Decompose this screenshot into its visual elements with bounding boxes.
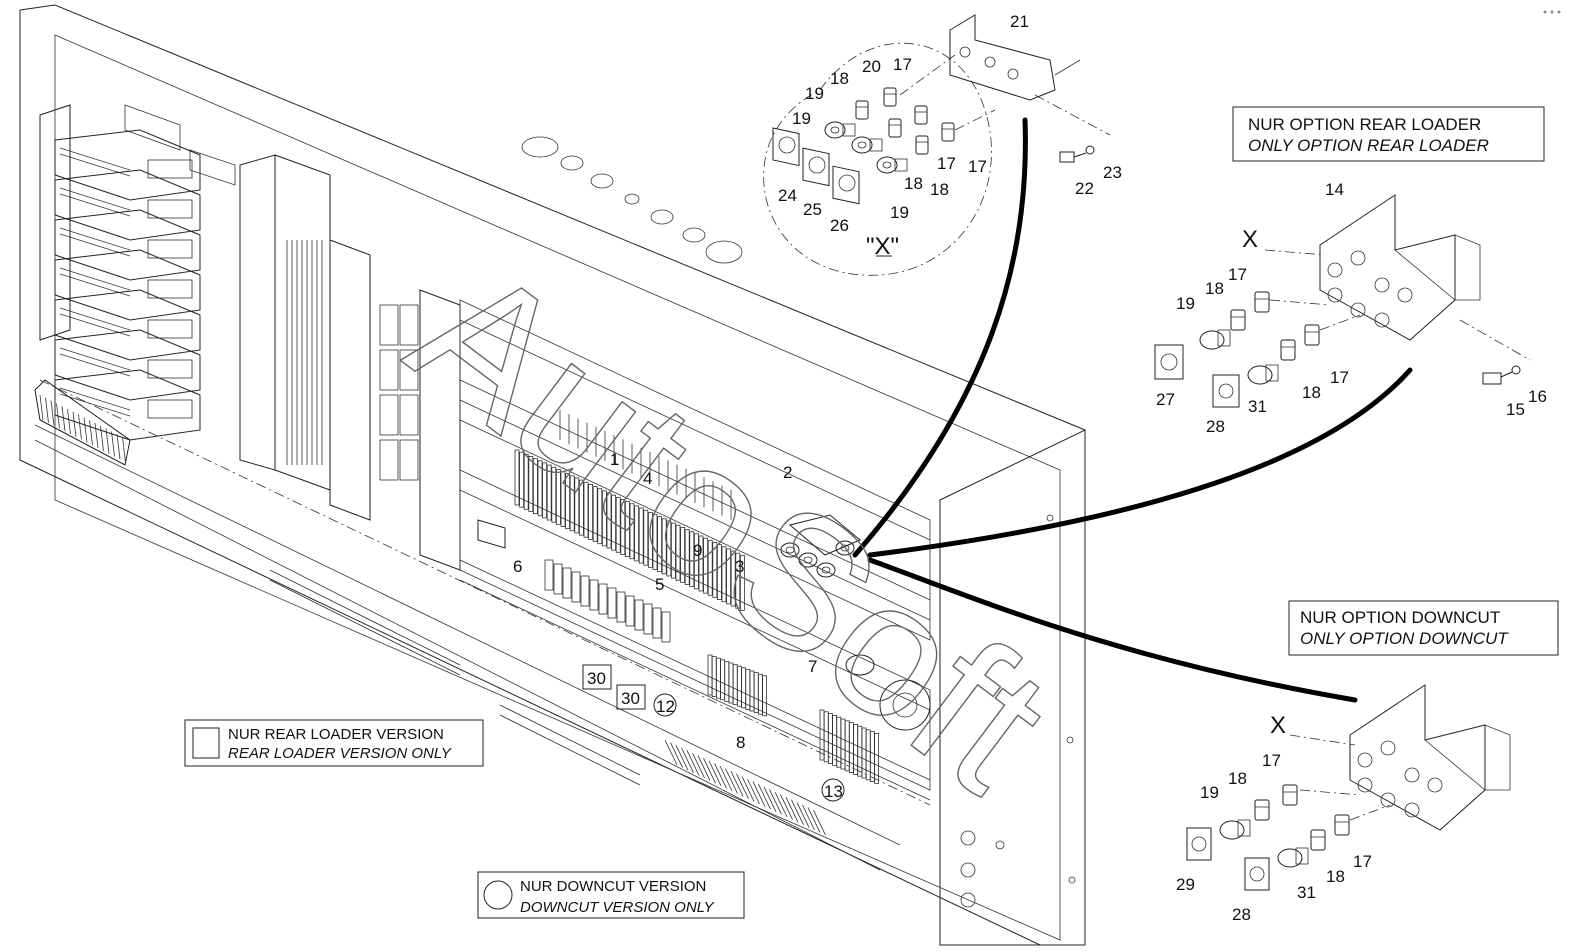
callout-29: 29	[1176, 875, 1195, 894]
callout-12: 12	[656, 697, 675, 716]
legend-downcut-line2: DOWNCUT VERSION ONLY	[520, 899, 715, 916]
rear-loader-option-line2: ONLY OPTION REAR LOADER	[1248, 136, 1489, 155]
callout-19-rear: 19	[1176, 294, 1195, 313]
callout-17-rear-a: 17	[1228, 265, 1247, 284]
callout-4: 4	[643, 469, 652, 488]
callout-30a: 30	[587, 669, 606, 688]
downcut-option-assembly	[1186, 684, 1511, 891]
callout-18-detail-c: 18	[930, 180, 949, 199]
callout-9: 9	[693, 541, 702, 560]
callout-28-rear: 28	[1206, 417, 1225, 436]
control-cabinet	[19, 4, 1086, 946]
callout-17-down-b: 17	[1353, 852, 1372, 871]
callout-19-down: 19	[1200, 783, 1219, 802]
leader-cables	[852, 117, 1413, 703]
callout-18-down-a: 18	[1228, 769, 1247, 788]
callout-30b-box	[616, 684, 646, 710]
callout-23: 23	[1103, 163, 1122, 182]
callout-24: 24	[778, 186, 797, 205]
callout-25: 25	[803, 200, 822, 219]
vertical-channels	[239, 154, 461, 571]
callout-16: 16	[1528, 387, 1547, 406]
legend-rear-loader: NUR REAR LOADER VERSION REAR LOADER VERS…	[184, 719, 484, 767]
callout-14: 14	[1325, 180, 1344, 199]
callout-5: 5	[655, 575, 664, 594]
callout-12-circle	[653, 693, 677, 717]
callout-7: 7	[808, 657, 817, 676]
callout-19-detail-c: 19	[890, 203, 909, 222]
corner-mark-icon	[1543, 10, 1561, 14]
callout-1: 1	[610, 450, 619, 469]
callout-3: 3	[735, 557, 744, 576]
x-marker-rear: X	[1242, 226, 1258, 253]
callout-18-rear-b: 18	[1302, 383, 1321, 402]
callout-21: 21	[1010, 12, 1029, 31]
callout-18-detail-b: 18	[904, 174, 923, 193]
callout-19-detail-a: 19	[805, 84, 824, 103]
callout-18-rear-a: 18	[1205, 279, 1224, 298]
rear-loader-option-assembly	[1154, 194, 1531, 408]
callout-13: 13	[824, 782, 843, 801]
callout-27: 27	[1156, 390, 1175, 409]
callout-30a-box	[582, 664, 612, 690]
callout-26: 26	[830, 216, 849, 235]
callout-31-down: 31	[1297, 883, 1316, 902]
watermark: AutoSoft	[375, 223, 1085, 831]
callout-17-detail-b: 17	[937, 154, 956, 173]
callout-2: 2	[783, 463, 792, 482]
callout-6: 6	[513, 557, 522, 576]
callout-30b: 30	[621, 689, 640, 708]
rear-loader-option-box: NUR OPTION REAR LOADER ONLY OPTION REAR …	[1232, 106, 1545, 162]
callout-18-detail-a: 18	[830, 69, 849, 88]
downcut-option-line1: NUR OPTION DOWNCUT	[1300, 608, 1500, 627]
x-marker-downcut: X	[1270, 712, 1286, 739]
callout-17-detail-a: 17	[893, 55, 912, 74]
callout-20: 20	[862, 57, 881, 76]
legend-downcut: NUR DOWNCUT VERSION DOWNCUT VERSION ONLY	[477, 871, 745, 919]
downcut-option-line2: ONLY OPTION DOWNCUT	[1300, 629, 1509, 648]
legend-square-symbol	[192, 727, 220, 759]
callout-18-down-b: 18	[1326, 867, 1345, 886]
callout-17-detail-c: 17	[968, 157, 987, 176]
callout-13-circle	[821, 778, 845, 802]
detail-x-callout	[763, 14, 1111, 276]
callout-19-detail-b: 19	[792, 109, 811, 128]
legend-circle-symbol	[483, 880, 513, 910]
callout-15: 15	[1506, 400, 1525, 419]
rear-loader-option-line1: NUR OPTION REAR LOADER	[1248, 115, 1481, 134]
callout-22: 22	[1075, 179, 1094, 198]
legend-rear-loader-line2: REAR LOADER VERSION ONLY	[228, 745, 452, 762]
panel-internals	[459, 299, 931, 836]
callout-numbers: 1 2 3 4 5 6 7 8 9 12 13 30 30 21 20 17 1…	[513, 12, 1547, 924]
callout-28-down: 28	[1232, 905, 1251, 924]
downcut-option-box: NUR OPTION DOWNCUT ONLY OPTION DOWNCUT	[1288, 600, 1559, 656]
callout-17-down-a: 17	[1262, 751, 1281, 770]
left-module-stack	[34, 104, 201, 466]
legend-downcut-line1: NUR DOWNCUT VERSION	[520, 878, 706, 895]
callout-31-rear: 31	[1248, 397, 1267, 416]
legend-rear-loader-line1: NUR REAR LOADER VERSION	[228, 726, 444, 743]
callout-8: 8	[736, 733, 745, 752]
callout-17-rear-b: 17	[1330, 368, 1349, 387]
